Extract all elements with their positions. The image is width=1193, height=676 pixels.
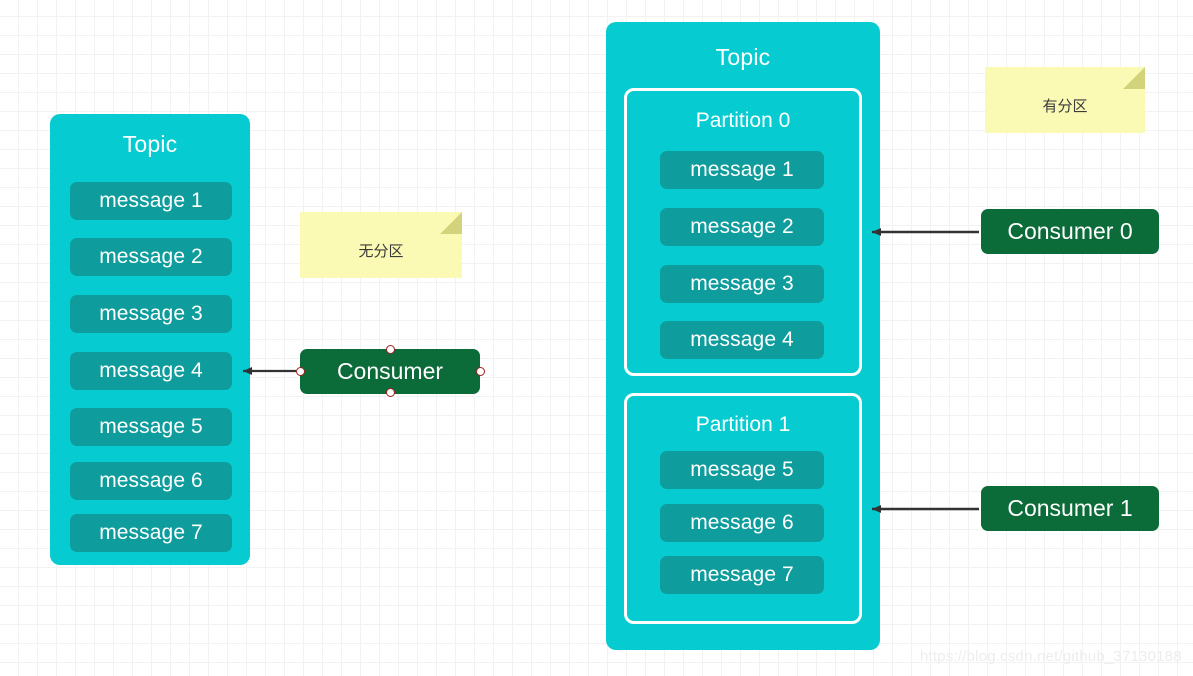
left-message-6[interactable]: message 6 [70,462,232,500]
partition-0-message-1[interactable]: message 1 [660,151,824,189]
left-message-5[interactable]: message 5 [70,408,232,446]
note-fold-corner-icon [440,212,462,234]
partition-0-message-2[interactable]: message 2 [660,208,824,246]
consumer-handle-left[interactable] [296,367,305,376]
partition-0-message-4[interactable]: message 4 [660,321,824,359]
left-note-text: 无分区 [358,242,404,260]
partition-1-message-7[interactable]: message 7 [660,556,824,594]
watermark-text: https://blog.csdn.net/github_37130188 [920,648,1182,665]
partition-0-title: Partition 0 [695,109,791,132]
left-message-3[interactable]: message 3 [70,295,232,333]
consumer-handle-bottom[interactable] [386,388,395,397]
left-message-4[interactable]: message 4 [70,352,232,390]
partition-1-box[interactable] [624,393,862,624]
consumer-0-label: Consumer 0 [1007,218,1133,244]
consumer-handle-right[interactable] [476,367,485,376]
left-topic-box[interactable]: Topic message 1 message 2 message 3 mess… [50,114,250,565]
note-fold-corner-icon [1123,67,1145,89]
partition-1-title: Partition 1 [695,413,791,436]
consumer-node[interactable]: Consumer [300,349,480,394]
right-note-text: 有分区 [1042,97,1088,115]
consumer-1-node[interactable]: Consumer 1 [981,486,1159,531]
partition-0-message-3[interactable]: message 3 [660,265,824,303]
left-sticky-note[interactable]: 无分区 [300,212,462,278]
consumer-handle-top[interactable] [386,345,395,354]
left-topic-title-overlay: Topic [122,131,178,157]
right-topic-title: Topic [715,44,771,70]
right-sticky-note[interactable]: 有分区 [985,67,1145,133]
consumer-label: Consumer [336,358,444,384]
consumer-0-node[interactable]: Consumer 0 [981,209,1159,254]
partition-0-box[interactable] [624,88,862,376]
consumer-1-label: Consumer 1 [1007,495,1133,521]
partition-1-message-5[interactable]: message 5 [660,451,824,489]
partition-1-message-6[interactable]: message 6 [660,504,824,542]
left-message-7[interactable]: message 7 [70,514,232,552]
left-message-2[interactable]: message 2 [70,238,232,276]
left-message-1[interactable]: message 1 [70,182,232,220]
